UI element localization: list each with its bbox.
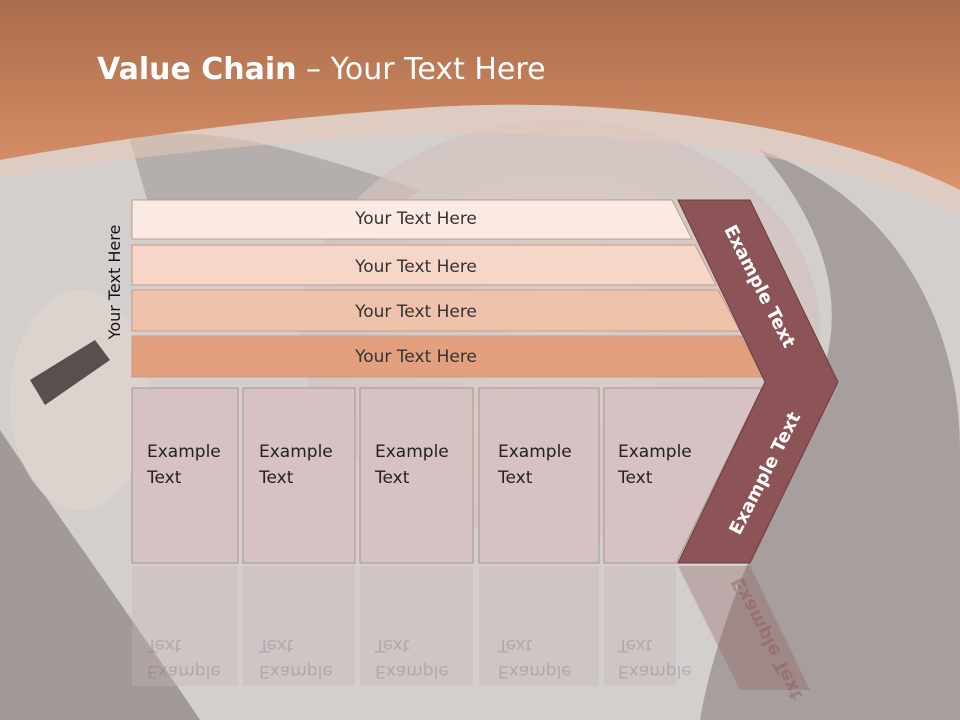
band-label-4: Your Text Here (355, 347, 477, 367)
box-2 (242, 387, 356, 564)
slide-title: Value Chain – Your Text Here (97, 52, 546, 87)
box-label-5: Example Text (618, 439, 713, 491)
box-label-3: Example Text (375, 439, 470, 491)
band-label-1: Your Text Here (355, 209, 477, 229)
box-label-4: Example Text (498, 439, 593, 491)
box-label-2: Example Text (259, 439, 354, 491)
box-label-5-line2: Text (618, 468, 653, 488)
box-label-4-line2: Text (498, 468, 533, 488)
title-rest: – Your Text Here (296, 52, 546, 87)
band-label-2: Your Text Here (355, 257, 477, 277)
box-3 (359, 387, 474, 564)
band-1 (131, 199, 693, 240)
title-bold: Value Chain (97, 52, 297, 87)
box-label-3-line1: Example (375, 442, 449, 462)
band-2 (131, 244, 717, 286)
box-label-5-line1: Example (618, 442, 692, 462)
box-label-1: Example Text (147, 439, 242, 491)
box-4 (478, 387, 600, 564)
band-3 (131, 289, 741, 332)
box-label-1-line1: Example (147, 442, 221, 462)
box-1 (131, 387, 239, 564)
box-label-1-line2: Text (147, 468, 182, 488)
chevron-arrow (677, 199, 839, 564)
box-label-2-line1: Example (259, 442, 333, 462)
box-label-4-line1: Example (498, 442, 572, 462)
box-label-2-line2: Text (259, 468, 294, 488)
box-label-3-line2: Text (375, 468, 410, 488)
band-label-3: Your Text Here (355, 302, 477, 322)
box-5 (603, 387, 763, 564)
